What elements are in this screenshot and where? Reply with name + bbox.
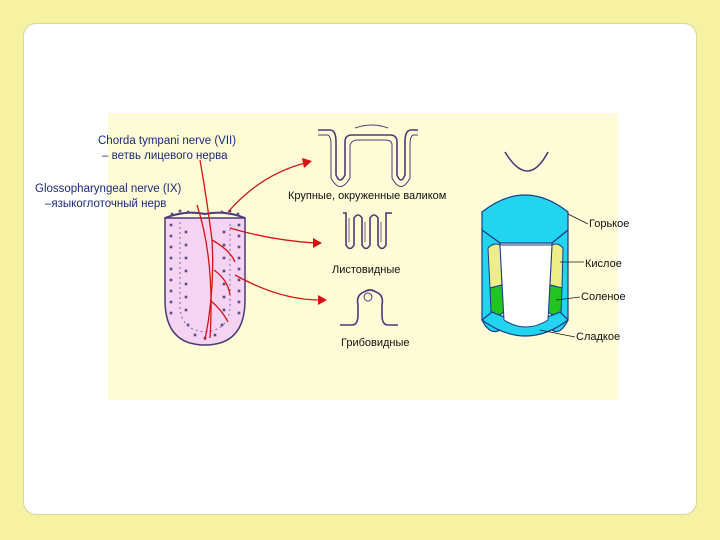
cell-dot <box>169 234 173 238</box>
cell-dot <box>184 308 188 312</box>
fungiform-label: Грибовидные <box>341 337 410 349</box>
cell-dot <box>237 234 241 238</box>
cell-dot <box>184 269 188 273</box>
cell-dot <box>228 209 232 213</box>
cell-dot <box>169 267 173 271</box>
taste-salty-label: Соленое <box>581 291 626 303</box>
nerve-branch-3 <box>209 299 229 323</box>
arrow-line-middle <box>229 227 316 244</box>
cell-dot <box>193 333 197 337</box>
cell-dot <box>237 278 241 282</box>
cell-dot <box>222 243 226 247</box>
cell-dot <box>236 212 240 216</box>
glosso-nerve-line <box>196 204 212 339</box>
tongue-section <box>164 209 246 346</box>
cell-dot <box>222 269 226 273</box>
cell-dot <box>169 289 173 293</box>
nerve-branch-2 <box>213 269 231 296</box>
cell-dot <box>184 282 188 286</box>
tongue-top-edge <box>164 211 246 219</box>
cell-dot <box>184 295 188 299</box>
tongue-inner-line <box>179 222 231 333</box>
circumvallate-label: Крупные, окруженные валиком <box>288 190 447 202</box>
cell-dot <box>170 212 174 216</box>
cell-dot <box>222 256 226 260</box>
zone-bitter <box>481 194 569 244</box>
cell-dot <box>222 282 226 286</box>
cell-dot <box>222 308 226 312</box>
cell-dot <box>220 323 224 327</box>
tongue-inner-gap <box>499 244 553 328</box>
cell-dot <box>237 223 241 227</box>
cell-dot <box>184 243 188 247</box>
cell-dot <box>184 230 188 234</box>
cell-dot <box>169 256 173 260</box>
nerve-branch-1 <box>211 239 236 263</box>
fungiform-papilla-drawing <box>340 289 398 326</box>
taste-bitter-label: Горькое <box>589 218 630 230</box>
taste-sweet-label: Сладкое <box>576 331 621 343</box>
cell-dot <box>178 209 182 213</box>
cell-dot <box>237 300 241 304</box>
cell-dot <box>186 323 190 327</box>
tongue-cell-dots <box>169 209 241 340</box>
cell-dot <box>237 267 241 271</box>
cell-dot <box>186 210 190 214</box>
arrow-heads <box>302 158 327 305</box>
cell-dot <box>213 333 217 337</box>
glossopharyngeal-sublabel: –языкоглоточный нерв <box>45 198 167 210</box>
cell-dot <box>169 278 173 282</box>
cell-dot <box>222 295 226 299</box>
cell-dot <box>169 223 173 227</box>
arrow-head-middle <box>313 238 322 248</box>
arrow-head-bottom <box>318 295 327 305</box>
arrow-line-bottom <box>234 274 321 301</box>
cell-dot <box>222 230 226 234</box>
foliate-papilla-drawing <box>343 212 392 250</box>
cell-dot <box>169 245 173 249</box>
cell-dot <box>184 256 188 260</box>
foliate-label: Листовидные <box>332 264 401 276</box>
glossopharyngeal-label: Glossopharyngeal nerve (IX) <box>35 183 182 195</box>
chorda-tympani-label: Chorda tympani nerve (VII) <box>98 135 237 147</box>
cell-dot <box>169 300 173 304</box>
circumvallate-papilla-drawing <box>318 124 418 187</box>
cell-dot <box>169 311 173 315</box>
nerve-fibers <box>196 159 321 341</box>
tongue-tip-outline <box>504 151 549 172</box>
chorda-tympani-sublabel: – ветвь лицевого нерва <box>102 150 228 162</box>
arrow-head-top <box>302 158 312 168</box>
cell-dot <box>237 311 241 315</box>
cell-dot <box>237 289 241 293</box>
arrow-line-top <box>227 162 306 213</box>
cell-dot <box>237 256 241 260</box>
cell-dot <box>220 210 224 214</box>
zone-sour-right <box>549 243 564 289</box>
cell-dot <box>237 245 241 249</box>
taste-sour-label: Кислое <box>585 258 622 270</box>
taste-zone-map <box>481 151 589 338</box>
